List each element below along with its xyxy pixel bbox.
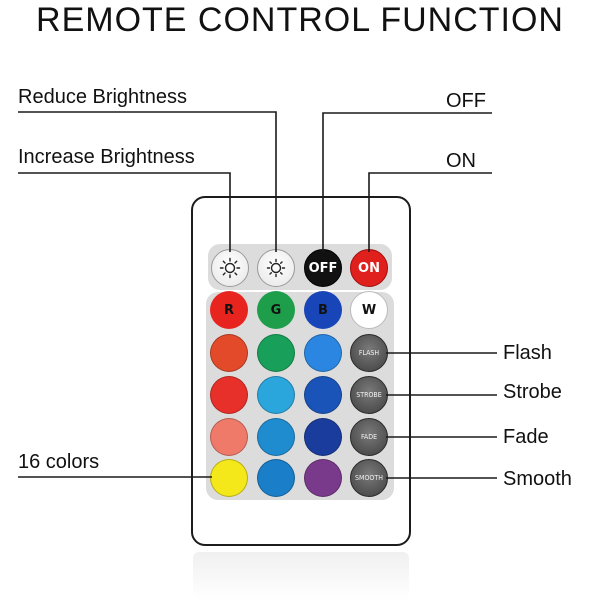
leader-reduce-brightness: [18, 111, 277, 252]
page-title: REMOTE CONTROL FUNCTION: [36, 1, 564, 39]
red-button-label: R: [223, 302, 234, 318]
sun-icon: [219, 257, 241, 279]
callout-strobe: Strobe: [503, 381, 562, 403]
leader-on: [368, 172, 492, 252]
reduce-brightness-button[interactable]: [257, 249, 295, 287]
leader-off: [322, 112, 492, 252]
blue-button[interactable]: B: [304, 291, 342, 329]
white-button[interactable]: W: [350, 291, 388, 329]
color-button[interactable]: [210, 334, 248, 372]
callout-reduce-brightness: Reduce Brightness: [18, 86, 187, 108]
flash-button-label: FLASH: [358, 349, 380, 357]
smooth-button[interactable]: SMOOTH: [350, 459, 388, 497]
callout-16-colors: 16 colors: [18, 451, 100, 473]
color-button[interactable]: [304, 376, 342, 414]
on-button[interactable]: ON: [350, 249, 388, 287]
off-button-label: OFF: [308, 260, 338, 276]
white-button-label: W: [361, 302, 377, 318]
strobe-button[interactable]: STROBE: [350, 376, 388, 414]
smooth-button-label: SMOOTH: [355, 474, 383, 482]
callout-smooth: Smooth: [503, 468, 572, 490]
color-button[interactable]: [210, 418, 248, 456]
callout-increase-brightness: Increase Brightness: [18, 146, 195, 168]
on-button-label: ON: [358, 260, 380, 276]
blue-button-label: B: [318, 302, 328, 318]
color-button[interactable]: [257, 459, 295, 497]
remote-reflection: [193, 552, 409, 600]
color-button[interactable]: [257, 334, 295, 372]
color-button[interactable]: [304, 459, 342, 497]
color-button[interactable]: [210, 376, 248, 414]
color-button[interactable]: [257, 418, 295, 456]
callout-off: OFF: [446, 90, 486, 112]
red-button[interactable]: R: [210, 291, 248, 329]
color-button[interactable]: [257, 376, 295, 414]
green-button[interactable]: G: [257, 291, 295, 329]
callout-flash: Flash: [503, 342, 552, 364]
fade-button-label: FADE: [360, 433, 378, 441]
leader-increase-brightness: [18, 172, 231, 252]
sun-icon: [266, 258, 286, 278]
strobe-button-label: STROBE: [356, 391, 382, 399]
green-button-label: G: [270, 302, 282, 318]
color-button[interactable]: [210, 459, 248, 497]
callout-fade: Fade: [503, 426, 549, 448]
color-button[interactable]: [304, 418, 342, 456]
color-button[interactable]: [304, 334, 342, 372]
off-button[interactable]: OFF: [304, 249, 342, 287]
increase-brightness-button[interactable]: [211, 249, 249, 287]
callout-on: ON: [446, 150, 476, 172]
